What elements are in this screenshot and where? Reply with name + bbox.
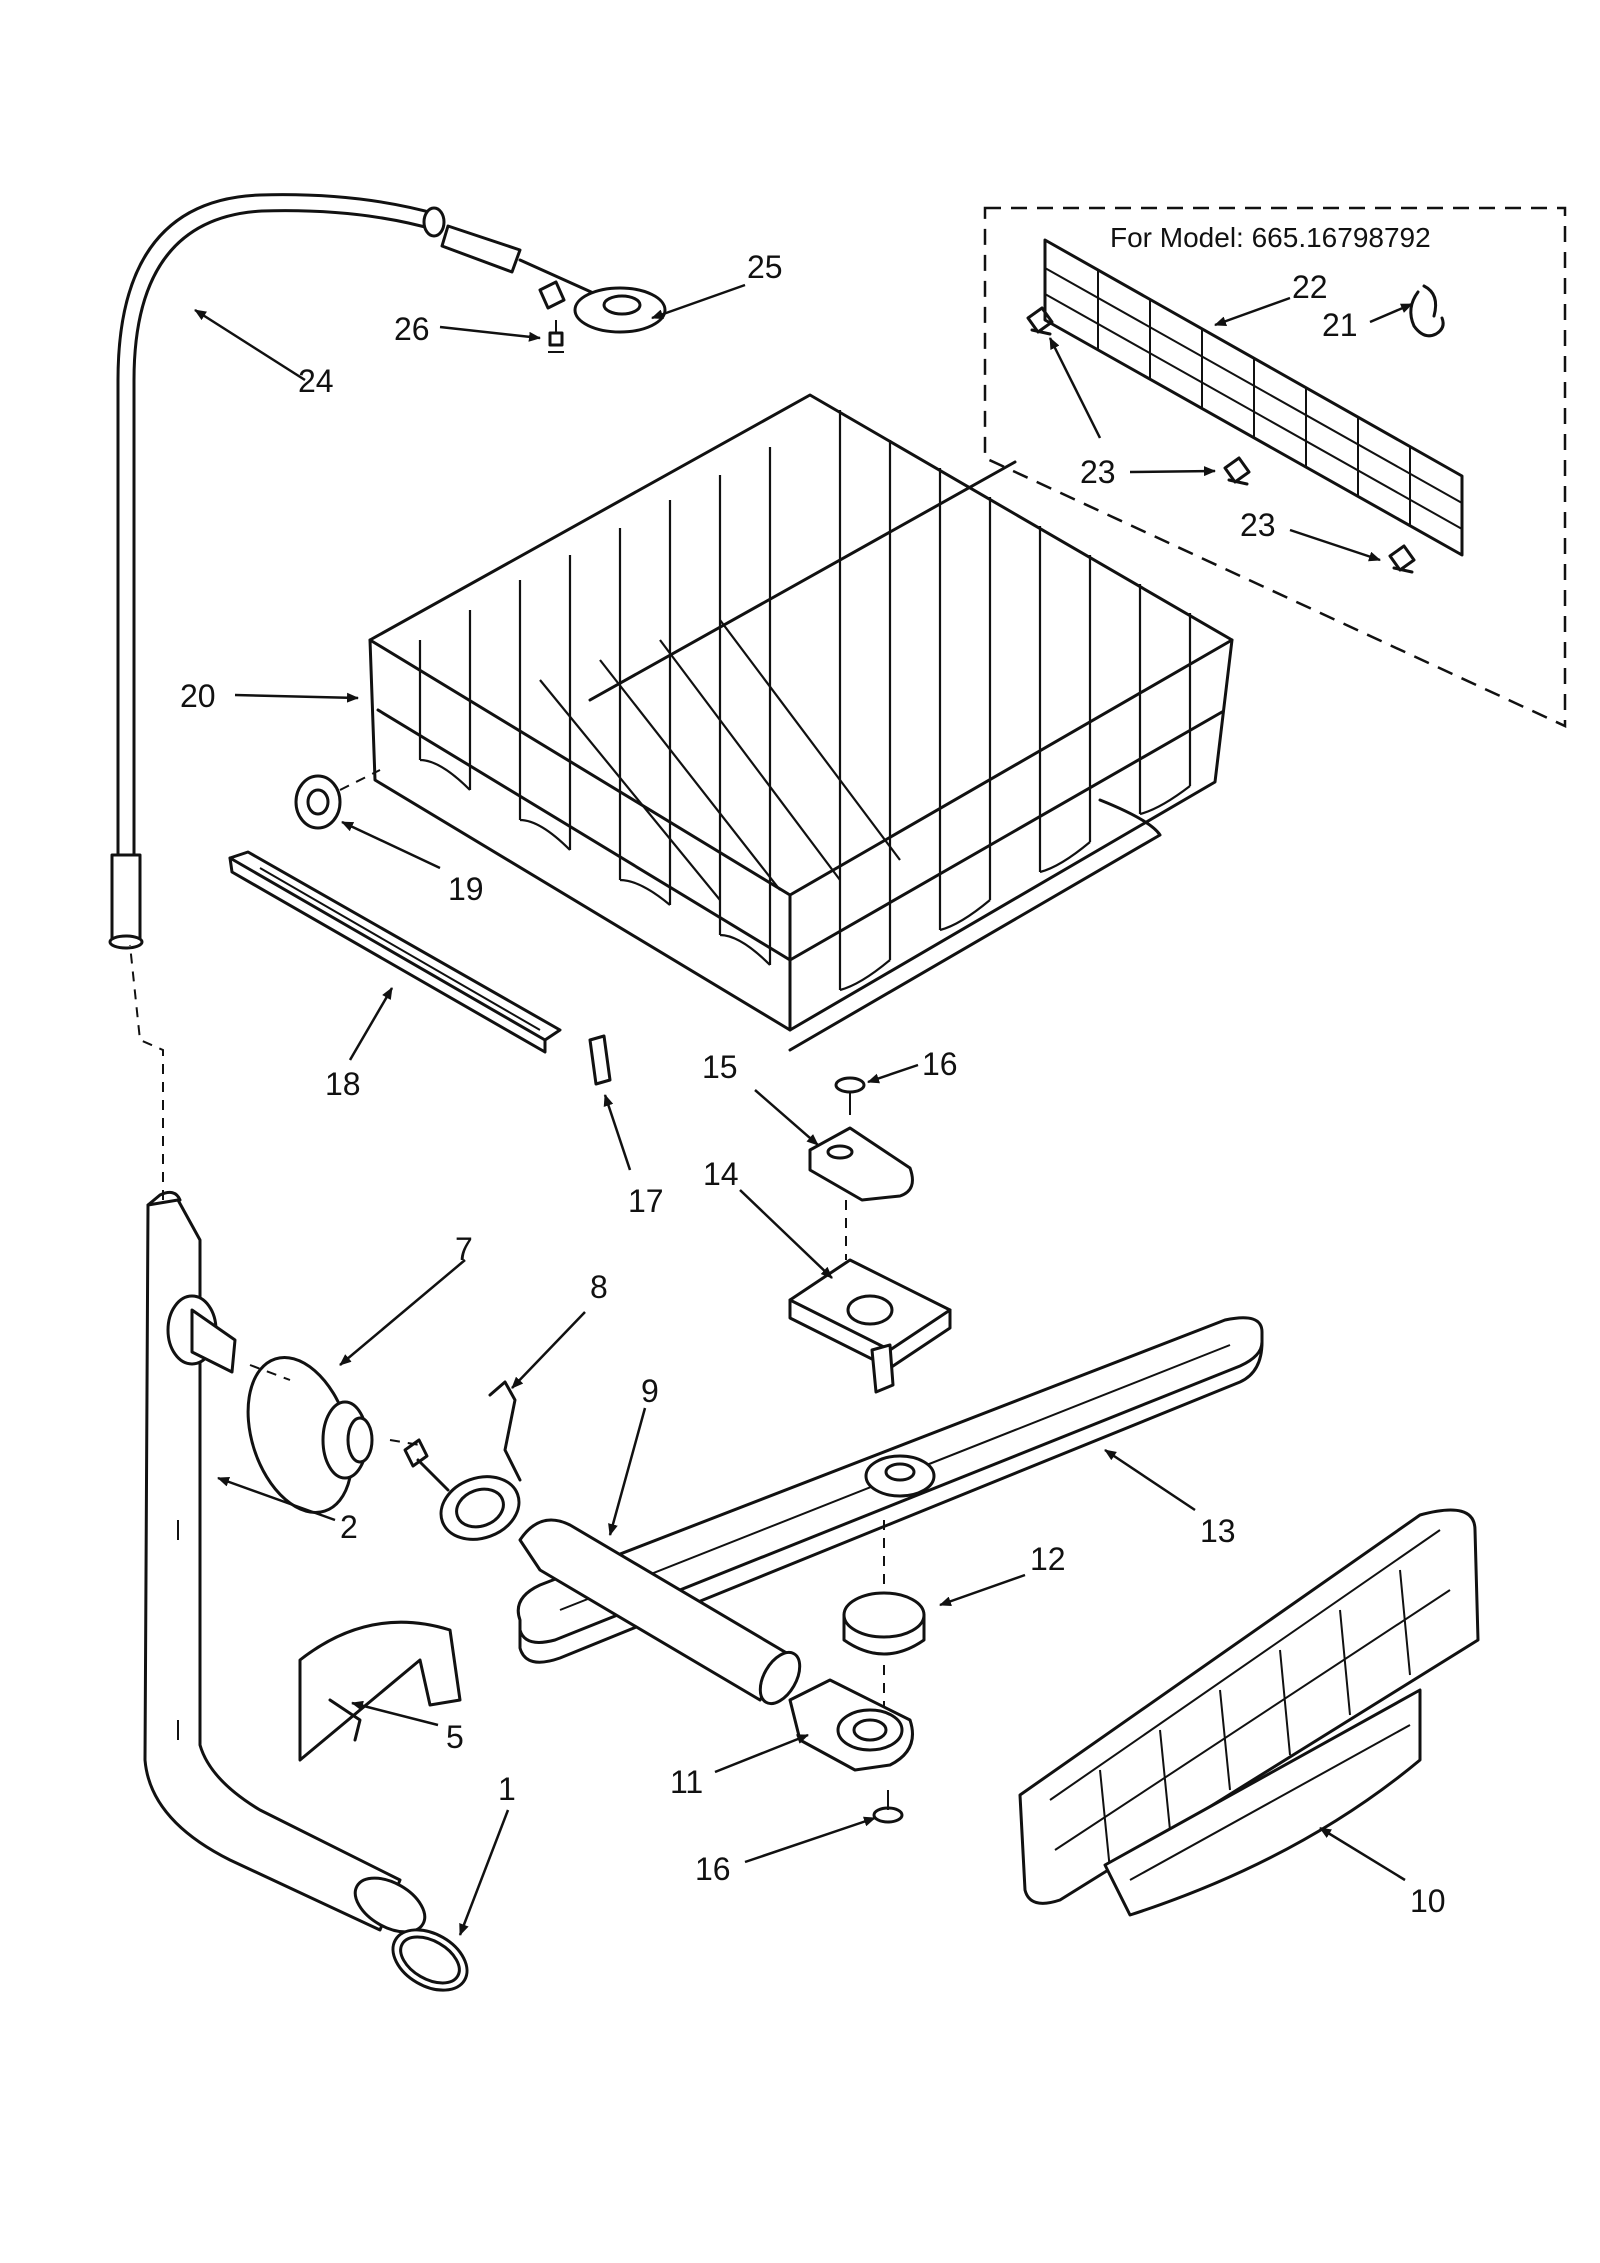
part-19-rack-roller [294, 769, 381, 830]
part-13-lower-spray-arm [516, 1316, 1264, 1664]
part-15-manifold-cap [808, 1126, 914, 1202]
callout-labels: 24 25 26 22 21 23 23 20 19 18 17 15 16 1… [180, 249, 1446, 1919]
part-7-gasket [246, 1355, 421, 1515]
callout-24: 24 [298, 363, 334, 399]
part-17-end-cap [588, 1034, 612, 1086]
leader-lines [194, 283, 1413, 1936]
part-23-clip-c [1388, 544, 1416, 574]
callout-20: 20 [180, 678, 216, 714]
callout-26: 26 [394, 311, 430, 347]
part-16-screw-lower [872, 1790, 904, 1824]
callout-9: 9 [641, 1373, 659, 1409]
part-22-grille [1043, 238, 1464, 557]
callout-19: 19 [448, 871, 484, 907]
part-20-upper-rack [368, 393, 1234, 1052]
callout-23-a: 23 [1080, 454, 1116, 490]
part-23-clip-a [1026, 306, 1054, 336]
callout-16-a: 16 [922, 1046, 958, 1082]
callout-21: 21 [1322, 307, 1358, 343]
part-9-tube [518, 1518, 802, 1706]
callout-15: 15 [702, 1049, 738, 1085]
part-2-elbow [129, 944, 427, 1934]
callout-1: 1 [498, 1771, 516, 1807]
callout-10: 10 [1410, 1883, 1446, 1919]
part-5-bracket [298, 1620, 462, 1762]
part-26-screw [548, 320, 564, 353]
part-8-clamp [403, 1380, 522, 1541]
part-24-supply-tube [108, 193, 446, 950]
part-18-rack-slide [228, 850, 562, 1054]
callout-14: 14 [703, 1156, 739, 1192]
part-16-screw-upper [834, 1076, 866, 1260]
callout-13: 13 [1200, 1513, 1236, 1549]
callout-23-b: 23 [1240, 507, 1276, 543]
part-11-manifold-base [788, 1678, 914, 1772]
model-note: For Model: 665.16798792 [1110, 222, 1431, 253]
callout-11: 11 [670, 1764, 703, 1800]
model-option-box: For Model: 665.16798792 [983, 206, 1567, 728]
part-21-clip [1409, 284, 1445, 338]
callout-25: 25 [747, 249, 783, 285]
callout-12: 12 [1030, 1541, 1066, 1577]
callout-17: 17 [628, 1183, 664, 1219]
part-10-filter [1018, 1508, 1480, 1917]
part-23-clip-b [1223, 456, 1251, 486]
part-12-seal-ring [842, 1520, 926, 1720]
callout-16-b: 16 [695, 1851, 731, 1887]
callout-8: 8 [590, 1269, 608, 1305]
callout-18: 18 [325, 1066, 361, 1102]
part-1-o-ring [391, 1928, 469, 1992]
callout-5: 5 [446, 1719, 464, 1755]
part-14-bearing-bracket [788, 1258, 952, 1394]
callout-22: 22 [1292, 269, 1328, 305]
callout-7: 7 [455, 1231, 473, 1267]
callout-2: 2 [340, 1509, 358, 1545]
part-25-spray-nozzle [440, 224, 667, 334]
